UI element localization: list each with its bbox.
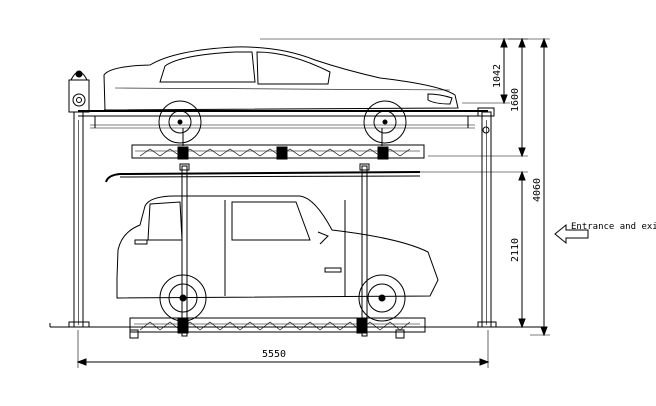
dimension-lower-clearance: 2110 <box>420 170 528 329</box>
lower-car-suv <box>116 195 439 322</box>
dimension-width: 5550 <box>76 330 490 368</box>
upper-clearance-label: 1600 <box>510 88 521 112</box>
left-column <box>68 70 90 328</box>
middle-crossbar <box>105 171 421 183</box>
width-dimension-label: 5550 <box>262 349 286 360</box>
overall-height-label: 4060 <box>532 178 543 202</box>
upper-car-sedan <box>103 46 459 144</box>
top-frame-beam <box>78 110 488 129</box>
entrance-indicator: Entrance and exit <box>554 222 656 245</box>
left-arrow-icon <box>554 223 589 245</box>
upper-platform <box>131 128 425 160</box>
dimension-upper-clearance: 1600 <box>428 37 528 158</box>
lower-clearance-label: 2110 <box>510 238 521 262</box>
lower-platform <box>129 317 426 339</box>
lift-posts <box>179 163 370 337</box>
dimension-overall-height: 4060 <box>510 37 550 337</box>
upper-car-height-label: 1042 <box>492 64 503 88</box>
dimension-upper-car: 1042 <box>260 37 510 105</box>
right-column <box>477 107 497 328</box>
entrance-label: Entrance and exit <box>571 222 656 232</box>
